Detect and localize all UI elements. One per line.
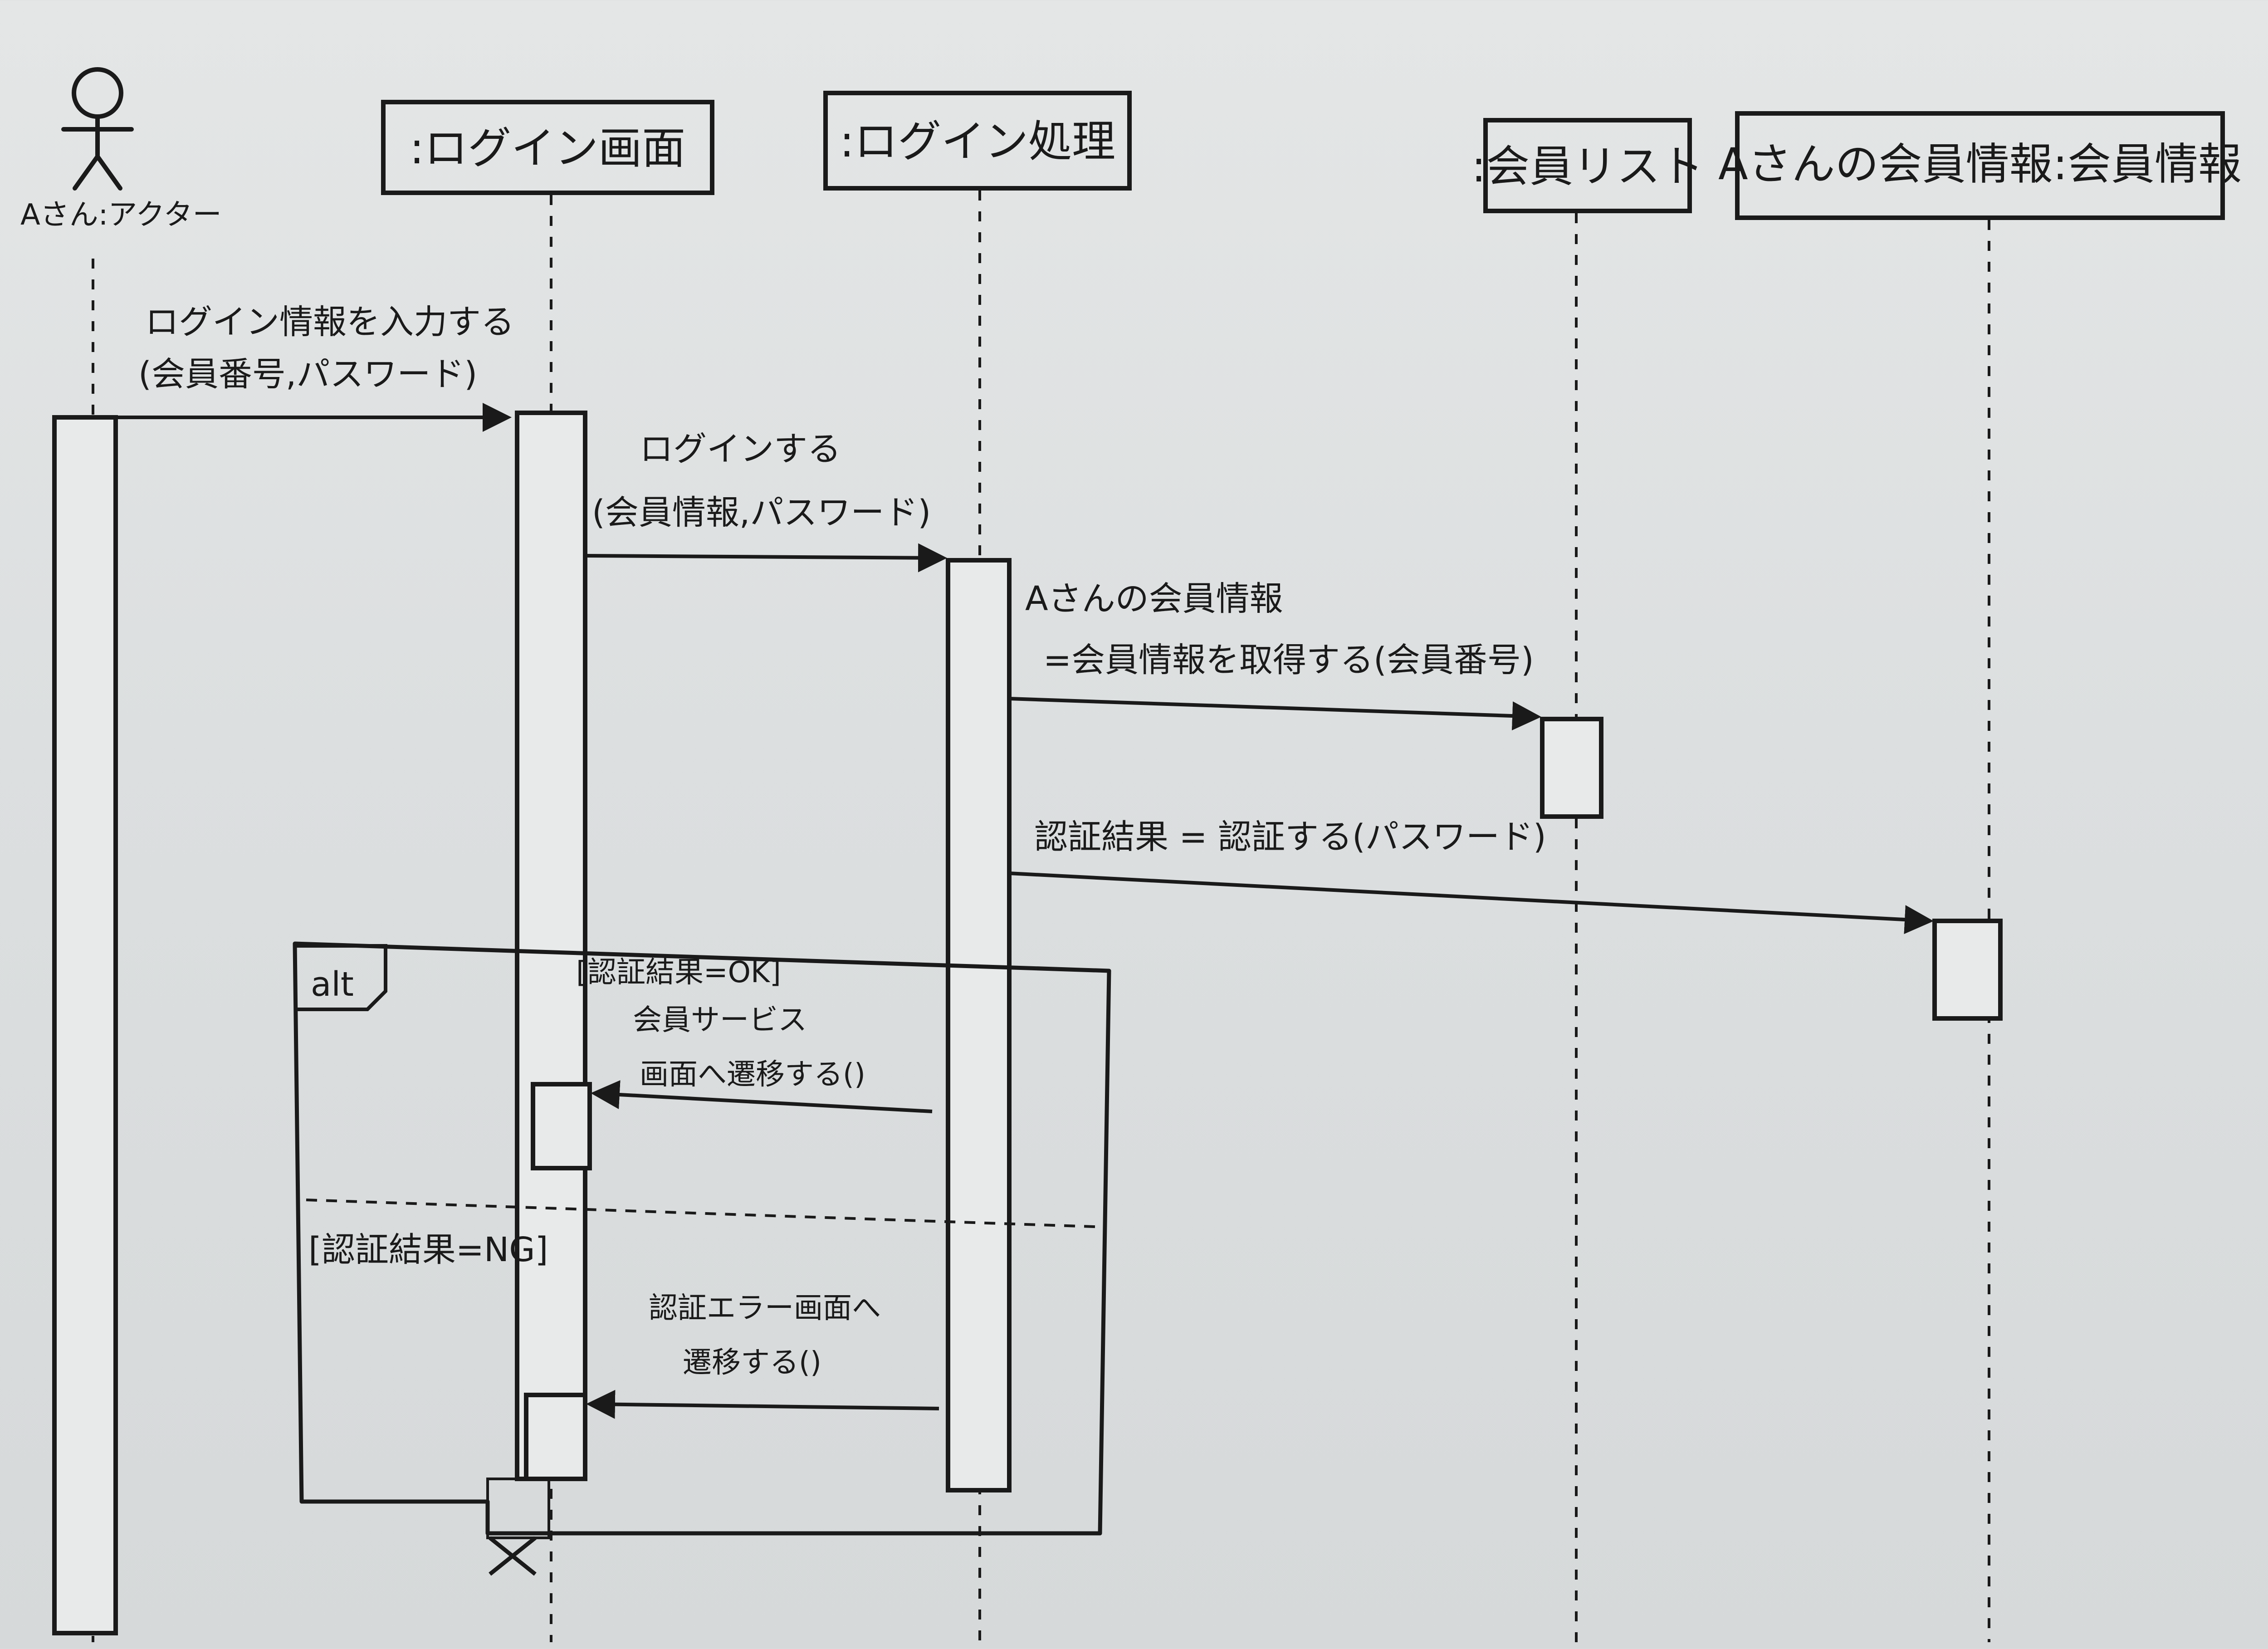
lifeline-head-member-list: [1483, 118, 1692, 213]
message-authenticate-arrow: [1009, 871, 1934, 935]
message-to-member-service-line2: 画面へ遷移する(): [640, 1058, 865, 1091]
actor-leg-right: [95, 154, 122, 191]
alt-guard-ng: [認証結果=NG]: [308, 1230, 548, 1269]
message-input-login-info-line1: ログイン情報を入力する: [145, 303, 514, 342]
message-authenticate-line1: 認証結果 = 認証する(パスワード): [1034, 817, 1546, 856]
activation-login-screen-tail: [486, 1478, 550, 1539]
activation-login-screen: [515, 411, 587, 1481]
actor-label: Aさん:アクター: [20, 198, 222, 232]
message-to-member-service-line1: 会員サービス: [633, 1003, 807, 1037]
message-input-login-info-line2: (会員番号,パスワード): [138, 355, 477, 394]
lifeline-label-login-process: :ログイン処理: [840, 116, 1115, 167]
alt-guard-ok: [認証結果=OK]: [576, 956, 781, 989]
message-login-arrow: [585, 543, 947, 573]
activation-member-list: [1540, 717, 1603, 819]
lifeline-label-member-info: Aさんの会員情報:会員情報: [1718, 139, 2242, 190]
message-to-member-service-arrow: [591, 1080, 933, 1113]
alt-fragment-operator-box: [295, 944, 387, 1011]
alt-fragment-operator: alt: [311, 965, 354, 1004]
activation-login-process: [946, 558, 1012, 1492]
activation-actor: [52, 415, 118, 1635]
alt-fragment-frame: [293, 941, 1111, 1536]
activation-member-info: [1932, 919, 2003, 1021]
lifeline-head-login-screen: [381, 100, 714, 195]
message-to-auth-error-arrow: [586, 1390, 939, 1419]
actor-leg-left: [73, 154, 100, 191]
actor-head: [72, 67, 123, 119]
actor: [61, 67, 134, 191]
lifeline-head-login-process: [823, 91, 1132, 191]
message-get-member-info-line1: Aさんの会員情報: [1025, 579, 1283, 618]
message-to-auth-error-line1: 認証エラー画面へ: [649, 1292, 881, 1325]
destroy-mark: [489, 1536, 537, 1576]
message-get-member-info-line2: =会員情報を取得する(会員番号): [1043, 641, 1534, 680]
activation-login-screen-ng: [524, 1393, 587, 1481]
message-login-line2: (会員情報,パスワード): [592, 493, 931, 532]
activation-login-screen-ok: [531, 1082, 592, 1170]
alt-fragment-divider: [306, 1199, 1107, 1228]
message-to-auth-error-line2: 遷移する(): [683, 1346, 821, 1380]
lifeline-label-login-screen: :ログイン画面: [410, 123, 685, 174]
message-login-line1: ログインする: [640, 430, 841, 469]
message-get-member-info-arrow: [1009, 697, 1541, 731]
lifeline-head-member-info: [1735, 111, 2225, 220]
lifeline-label-member-list: :会員リスト: [1471, 141, 1704, 192]
